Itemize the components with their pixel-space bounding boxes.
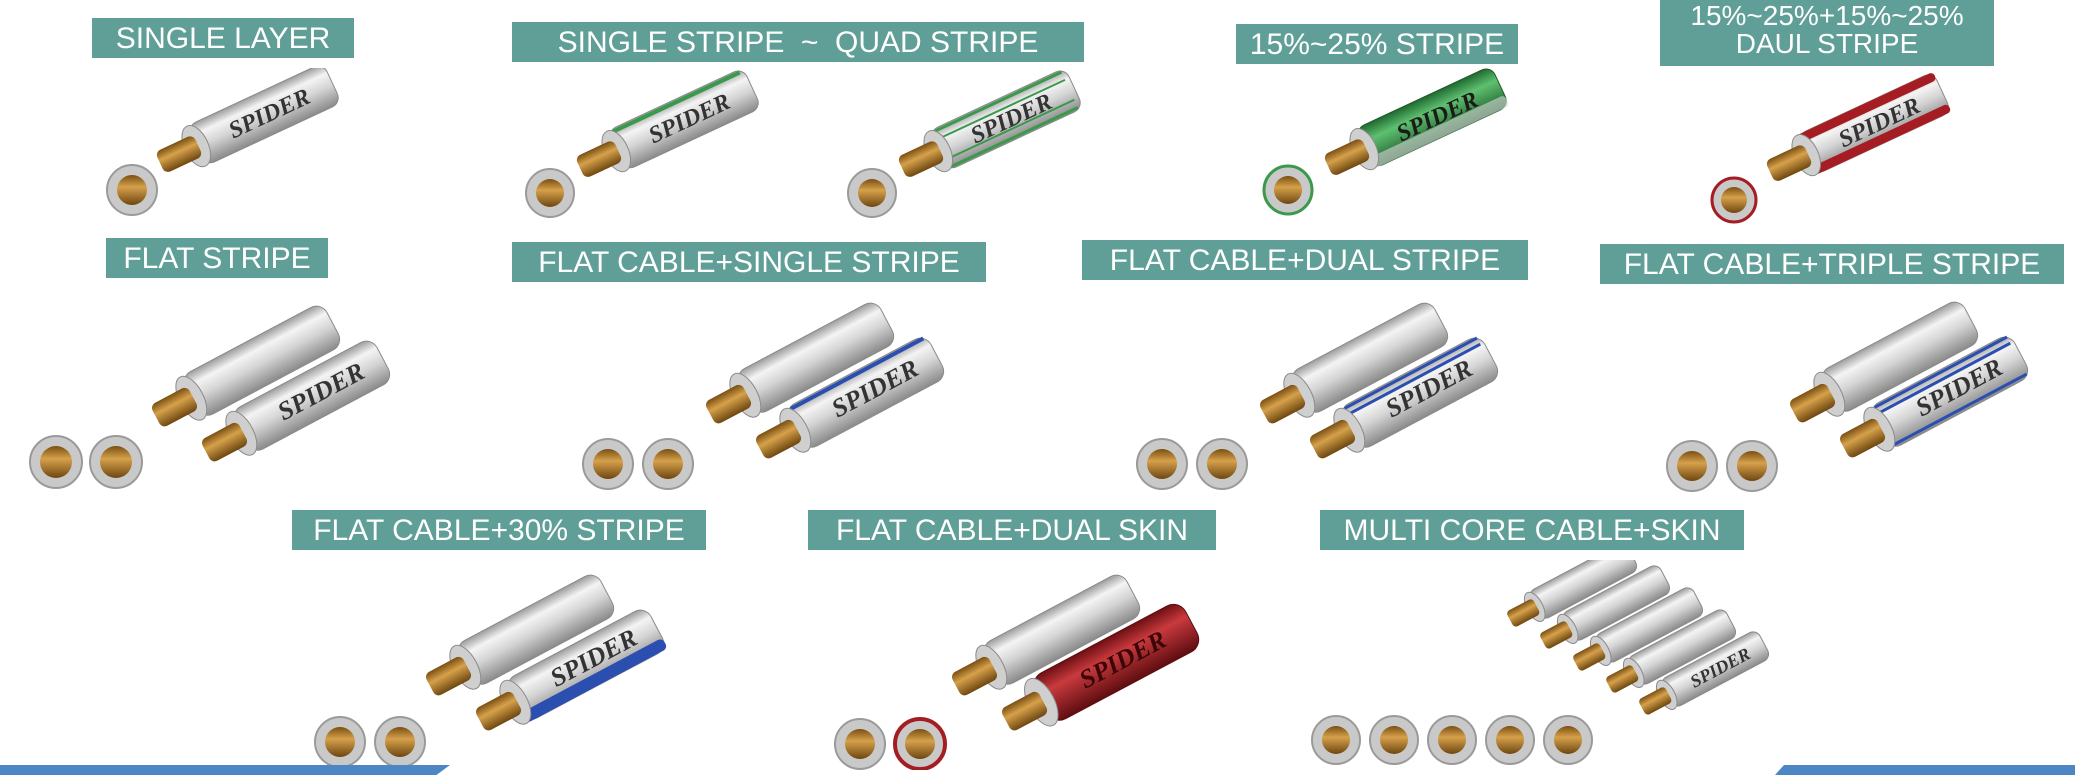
label-flat-single-stripe-text: FLAT CABLE+SINGLE STRIPE <box>538 246 960 279</box>
cross-section-icon <box>1136 438 1248 490</box>
cable-upper-icon <box>706 302 895 424</box>
label-quad-stripe-text: QUAD STRIPE <box>835 26 1039 59</box>
label-dual-stripe: 15%~25%+15%~25% DAUL STRIPE <box>1660 0 1994 66</box>
footer-bar-right <box>1775 765 2075 775</box>
cross-section-icon <box>847 168 897 218</box>
cable-lower-icon: SPIDER <box>1840 335 2029 458</box>
label-flat-stripe-text: FLAT STRIPE <box>123 242 311 275</box>
flat-stripe-cable-figure: SPIDER <box>29 305 391 489</box>
label-flat-dual-skin-text: FLAT CABLE+DUAL SKIN <box>835 514 1189 547</box>
label-15-25-stripe-text: 15%~25% STRIPE <box>1249 28 1505 61</box>
flat-30-stripe-cable-figure: SPIDER <box>314 574 667 768</box>
label-single-quad-stripe: SINGLE STRIPE ~ QUAD STRIPE <box>512 22 1084 62</box>
label-15-25-stripe: 15%~25% STRIPE <box>1236 24 1518 64</box>
label-flat-stripe: FLAT STRIPE <box>106 238 328 278</box>
cable-core-3-icon <box>1573 587 1704 671</box>
label-flat-30-stripe-text: FLAT CABLE+30% STRIPE <box>313 514 685 547</box>
label-single-layer: SINGLE LAYER <box>92 18 354 58</box>
single-stripe-cable-figure: SPIDER <box>525 70 759 218</box>
label-dual-stripe-line2: DAUL STRIPE <box>1735 28 1919 59</box>
flat-dual-stripe-cable-figure: SPIDER <box>1136 302 1499 490</box>
cross-section-icon <box>1262 164 1314 216</box>
label-flat-triple-stripe-text: FLAT CABLE+TRIPLE STRIPE <box>1623 248 2041 281</box>
cross-section-icon <box>582 438 694 490</box>
label-flat-dual-stripe-text: FLAT CABLE+DUAL STRIPE <box>1109 244 1501 277</box>
footer-bar-left <box>0 765 450 775</box>
label-single-stripe-text: SINGLE STRIPE <box>557 26 785 59</box>
multi-core-cable-figure: SPIDER <box>1311 560 1770 765</box>
label-dual-stripe-line1: 15%~25%+15%~25% <box>1690 0 1964 31</box>
label-tilde: ~ <box>800 26 819 59</box>
label-flat-dual-stripe: FLAT CABLE+DUAL STRIPE <box>1082 240 1528 280</box>
label-flat-dual-skin: FLAT CABLE+DUAL SKIN <box>808 510 1216 550</box>
flat-dual-skin-cable-figure: SPIDER <box>834 574 1200 770</box>
label-flat-triple-stripe: FLAT CABLE+TRIPLE STRIPE <box>1600 244 2064 284</box>
cable-upper-icon <box>1260 302 1449 424</box>
cross-section-icon <box>314 716 426 768</box>
green-stripe-cable-figure: SPIDER <box>1262 68 1509 216</box>
cable-core-4-icon <box>1606 609 1737 693</box>
cross-section-icon <box>1666 440 1778 492</box>
cable-upper-icon <box>952 574 1141 696</box>
cable-upper-icon <box>426 574 615 696</box>
cable-core-2-icon <box>1540 565 1671 649</box>
cable-upper-icon <box>152 305 341 427</box>
cross-section-icon <box>525 168 575 218</box>
single-layer-cable-figure: SPIDER <box>106 68 339 216</box>
quad-stripe-cable-figure: SPIDER <box>847 70 1081 218</box>
cable-lower-icon: SPIDER <box>1310 336 1499 459</box>
red-dual-stripe-cable-figure: SPIDER <box>1710 73 1951 224</box>
label-flat-30-stripe: FLAT CABLE+30% STRIPE <box>292 510 706 550</box>
label-multi-core-skin: MULTI CORE CABLE+SKIN <box>1320 510 1744 550</box>
cross-section-icon <box>106 164 158 216</box>
cable-icon: SPIDER <box>156 68 339 172</box>
cable-icon: SPIDER <box>1324 68 1509 175</box>
label-multi-core-skin-text: MULTI CORE CABLE+SKIN <box>1343 514 1721 547</box>
label-single-layer-text: SINGLE LAYER <box>115 22 331 55</box>
label-flat-single-stripe: FLAT CABLE+SINGLE STRIPE <box>512 242 986 282</box>
cable-icon: SPIDER <box>1766 73 1951 181</box>
cross-section-icon <box>29 435 143 489</box>
cross-section-icon <box>834 717 947 770</box>
flat-triple-stripe-cable-figure: SPIDER <box>1666 301 2029 492</box>
cable-icon: SPIDER <box>898 70 1081 177</box>
cable-upper-icon <box>1790 301 1979 423</box>
flat-single-stripe-cable-figure: SPIDER <box>582 302 945 490</box>
cross-section-icon <box>1311 715 1593 765</box>
cable-core-1-icon <box>1507 560 1638 627</box>
cross-section-icon <box>1710 176 1758 224</box>
cable-icon: SPIDER <box>576 70 759 177</box>
